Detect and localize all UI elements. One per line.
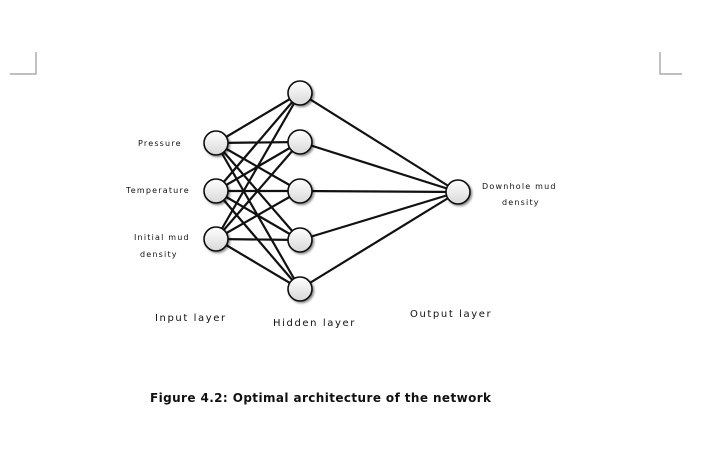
edge-h1-out1 <box>299 92 459 193</box>
input-layer-label: Input layer <box>155 313 227 324</box>
output-node-out1 <box>445 179 471 205</box>
input-node-in3 <box>203 226 229 252</box>
hidden-node-h5 <box>287 276 313 302</box>
input-label-pressure: Pressure <box>138 139 182 148</box>
neurons <box>203 80 471 302</box>
edge-in3-h1 <box>215 92 301 240</box>
hidden-node-h4 <box>287 227 313 253</box>
edge-in3-h5 <box>215 238 301 290</box>
crop-mark-left <box>10 52 37 75</box>
edge-in1-h1 <box>215 92 301 144</box>
input-label-temperature: Temperature <box>126 186 190 195</box>
crop-mark-right <box>659 52 682 75</box>
hidden-node-h1 <box>287 80 313 106</box>
edge-in3-h4 <box>215 237 301 242</box>
edge-h2-out1 <box>299 140 459 194</box>
connections <box>215 92 459 290</box>
output-layer-label: Output layer <box>410 309 493 320</box>
edge-h4-out1 <box>299 190 459 242</box>
hidden-node-h3 <box>287 178 313 204</box>
input-node-in2 <box>203 178 229 204</box>
hidden-node-h2 <box>287 129 313 155</box>
output-label-density: density <box>502 198 540 207</box>
edge-h3-out1 <box>299 189 459 194</box>
figure-caption: Figure 4.2: Optimal architecture of the … <box>150 391 492 405</box>
output-label-downhole-mud: Downhole mud <box>482 182 557 191</box>
input-node-in1 <box>203 130 229 156</box>
input-label-initial-mud: Initial mud <box>134 233 190 242</box>
edge-in3-h3 <box>215 190 301 240</box>
hidden-layer-label: Hidden layer <box>273 318 356 329</box>
edge-h5-out1 <box>299 191 459 290</box>
input-label-density: density <box>140 250 178 259</box>
edge-in3-h2 <box>215 141 301 240</box>
edge-in2-h1 <box>215 92 301 192</box>
